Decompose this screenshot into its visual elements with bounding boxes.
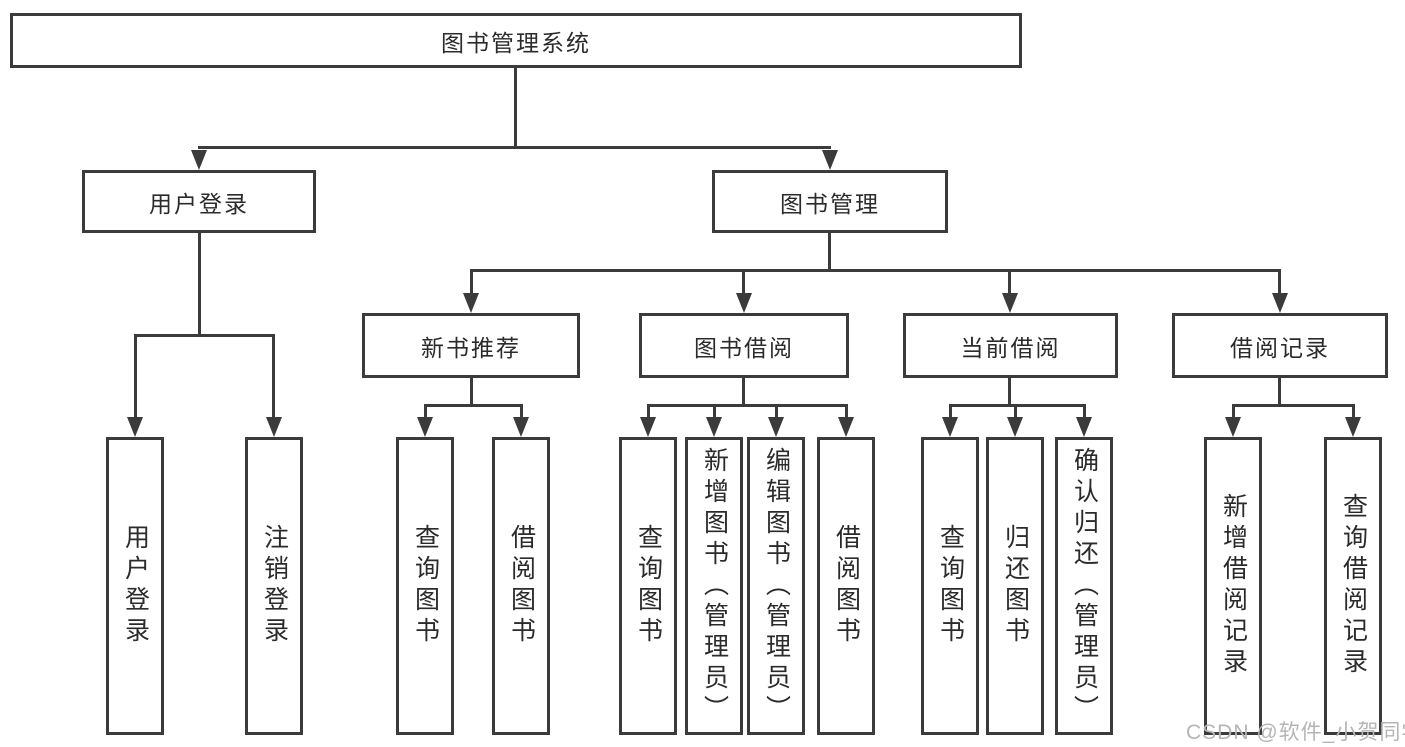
connector-drop-leaf-logout <box>272 334 275 420</box>
leaf-user-login: 用户登录 <box>106 437 164 735</box>
node-user-login: 用户登录 <box>82 170 316 233</box>
node-new-book-recommend: 新书推荐 <box>362 313 580 378</box>
connector-drop-edit-book <box>775 404 778 420</box>
leaf-query-borrow-record-label: 查询借阅记录 <box>1339 493 1368 679</box>
connector-book-mgmt-stem <box>828 233 831 272</box>
connector-current-borrow-bar <box>949 404 1085 407</box>
leaf-borrow-books-1-label: 借阅图书 <box>507 524 536 648</box>
connector-drop-query-books-3 <box>949 404 952 420</box>
connector-current-borrow-stem <box>1008 377 1011 407</box>
arrowhead-add-book <box>706 417 722 437</box>
watermark: CSDN @软件_小贺同学 <box>1186 721 1405 744</box>
connector-drop-current-borrow <box>1008 269 1011 295</box>
connector-drop-query-books-1 <box>424 404 427 420</box>
arrowhead-book-borrow <box>736 293 752 313</box>
leaf-logout-label: 注销登录 <box>260 524 289 648</box>
connector-user-login-stem <box>198 233 201 337</box>
node-book-borrow: 图书借阅 <box>639 313 849 378</box>
node-borrow-records: 借阅记录 <box>1172 313 1388 378</box>
connector-drop-leaf-login <box>134 334 137 420</box>
arrowhead-query-books-1 <box>417 417 433 437</box>
leaf-add-borrow-record: 新增借阅记录 <box>1204 437 1262 735</box>
arrowhead-current-borrow <box>1002 293 1018 313</box>
arrowhead-book-management <box>822 150 838 170</box>
connector-drop-borrow-records <box>1278 269 1281 295</box>
leaf-query-books-3-label: 查询图书 <box>936 524 965 648</box>
leaf-query-books-2-label: 查询图书 <box>634 524 663 648</box>
leaf-borrow-books-2-label: 借阅图书 <box>832 524 861 648</box>
leaf-add-book-admin-label: 新增图书（管理员） <box>700 446 729 726</box>
arrowhead-confirm-return <box>1076 417 1092 437</box>
connector-user-login-bar <box>134 334 275 337</box>
connector-drop-confirm-return <box>1083 404 1086 420</box>
leaf-edit-book-admin-label: 编辑图书（管理员） <box>762 446 791 726</box>
arrowhead-borrow-books-1 <box>513 417 529 437</box>
connector-root-stem <box>514 68 517 148</box>
leaf-add-book-admin: 新增图书（管理员） <box>685 437 743 735</box>
connector-borrow-records-bar <box>1232 404 1354 407</box>
leaf-logout: 注销登录 <box>245 437 303 735</box>
connector-drop-borrow-books-2 <box>845 404 848 420</box>
connector-drop-add-book <box>713 404 716 420</box>
leaf-borrow-books-2: 借阅图书 <box>817 437 875 735</box>
leaf-return-book: 归还图书 <box>986 437 1044 735</box>
leaf-query-books-1-label: 查询图书 <box>411 524 440 648</box>
leaf-return-book-label: 归还图书 <box>1001 524 1030 648</box>
connector-borrow-records-stem <box>1278 377 1281 407</box>
leaf-borrow-books-1: 借阅图书 <box>492 437 550 735</box>
leaf-query-books-3: 查询图书 <box>921 437 979 735</box>
leaf-confirm-return-admin: 确认归还（管理员） <box>1055 437 1113 735</box>
leaf-query-books-2: 查询图书 <box>619 437 677 735</box>
connector-drop-query-record <box>1352 404 1355 420</box>
connector-book-borrow-bar <box>647 404 847 407</box>
connector-new-book-bar <box>424 404 522 407</box>
arrowhead-query-books-3 <box>942 417 958 437</box>
arrowhead-leaf-login <box>127 417 143 437</box>
connector-new-book-stem <box>470 377 473 407</box>
node-library-system: 图书管理系统 <box>10 13 1022 68</box>
arrowhead-add-record <box>1225 417 1241 437</box>
connector-book-borrow-stem <box>742 377 745 407</box>
node-book-management: 图书管理 <box>712 170 948 233</box>
connector-drop-borrow-books-1 <box>520 404 523 420</box>
arrowhead-new-book <box>463 293 479 313</box>
arrowhead-leaf-logout <box>266 417 282 437</box>
connector-drop-book-borrow <box>742 269 745 295</box>
leaf-query-books-1: 查询图书 <box>396 437 454 735</box>
leaf-user-login-label: 用户登录 <box>121 524 150 648</box>
connector-drop-query-books-2 <box>647 404 650 420</box>
leaf-add-borrow-record-label: 新增借阅记录 <box>1219 493 1248 679</box>
arrowhead-query-books-2 <box>640 417 656 437</box>
connector-drop-new-book <box>470 269 473 295</box>
arrowhead-borrow-records <box>1272 293 1288 313</box>
arrowhead-borrow-books-2 <box>838 417 854 437</box>
leaf-edit-book-admin: 编辑图书（管理员） <box>747 437 805 735</box>
connector-level1-bar <box>198 146 831 149</box>
connector-drop-add-record <box>1232 404 1235 420</box>
connector-level2-bar <box>470 269 1281 272</box>
arrowhead-query-record <box>1345 417 1361 437</box>
arrowhead-user-login <box>191 150 207 170</box>
connector-drop-return-book <box>1014 404 1017 420</box>
leaf-confirm-return-admin-label: 确认归还（管理员） <box>1070 446 1099 726</box>
arrowhead-edit-book <box>768 417 784 437</box>
node-current-borrow: 当前借阅 <box>903 313 1118 378</box>
arrowhead-return-book <box>1007 417 1023 437</box>
leaf-query-borrow-record: 查询借阅记录 <box>1324 437 1382 735</box>
